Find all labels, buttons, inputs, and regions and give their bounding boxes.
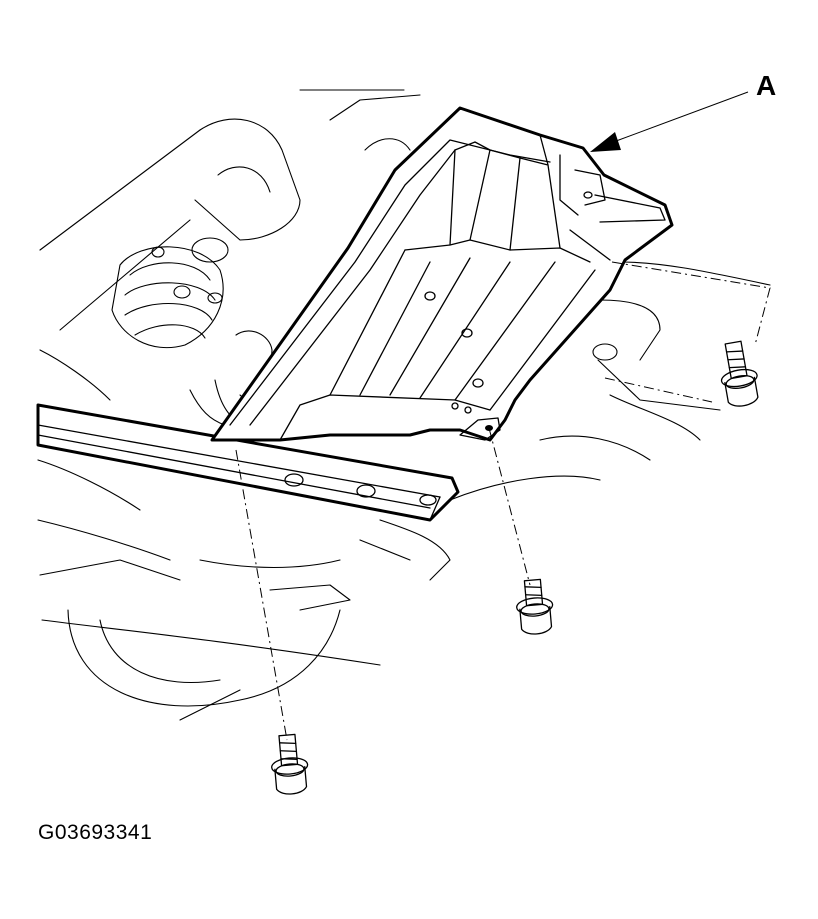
bolt-guide-lines — [235, 261, 771, 741]
figure-code: G03693341 — [38, 821, 153, 844]
callout-arrow — [590, 91, 749, 152]
skid-plate — [210, 106, 674, 442]
bolt-center — [516, 578, 554, 635]
bolt-left — [271, 733, 309, 795]
bolt-right — [720, 340, 759, 407]
callout-label-a: A — [756, 70, 777, 101]
frame-rail — [36, 403, 460, 522]
